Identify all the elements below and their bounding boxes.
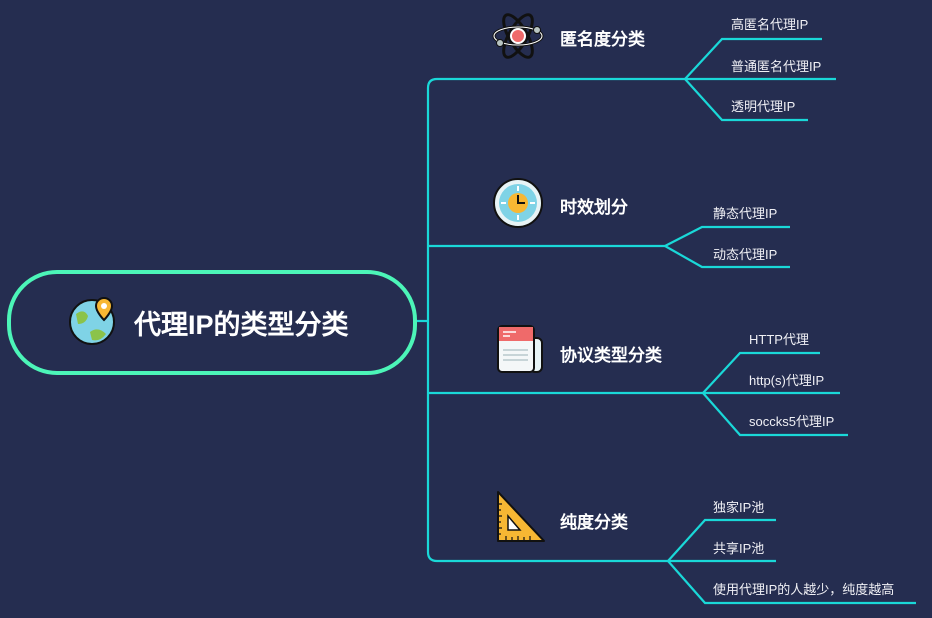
leaf-node[interactable]: 使用代理IP的人越少，纯度越高 <box>713 582 895 597</box>
globe-pin-icon <box>69 296 115 345</box>
leaf-node[interactable]: http(s)代理IP <box>749 373 825 388</box>
leaf-node[interactable]: HTTP代理 <box>749 332 809 347</box>
branch-title[interactable]: 时效划分 <box>560 198 628 217</box>
document-icon <box>497 325 543 373</box>
root-node[interactable] <box>7 270 417 375</box>
leaf-node[interactable]: 共享IP池 <box>713 541 765 556</box>
set-square-icon <box>497 490 545 542</box>
branch-title[interactable]: 协议类型分类 <box>560 346 662 365</box>
clock-icon <box>493 178 543 228</box>
leaf-node[interactable]: 透明代理IP <box>731 99 796 114</box>
leaf-node[interactable]: 普通匿名代理IP <box>731 59 822 74</box>
leaf-node[interactable]: 静态代理IP <box>713 206 778 221</box>
branch-title[interactable]: 纯度分类 <box>560 513 628 532</box>
atom-icon <box>492 13 544 59</box>
branch-title[interactable]: 匿名度分类 <box>560 30 645 49</box>
leaf-node[interactable]: 动态代理IP <box>713 247 778 262</box>
root-title: 代理IP的类型分类 <box>134 310 349 340</box>
leaf-node[interactable]: 高匿名代理IP <box>731 17 809 32</box>
leaf-node[interactable]: 独家IP池 <box>713 500 765 515</box>
leaf-node[interactable]: soccks5代理IP <box>749 414 835 429</box>
